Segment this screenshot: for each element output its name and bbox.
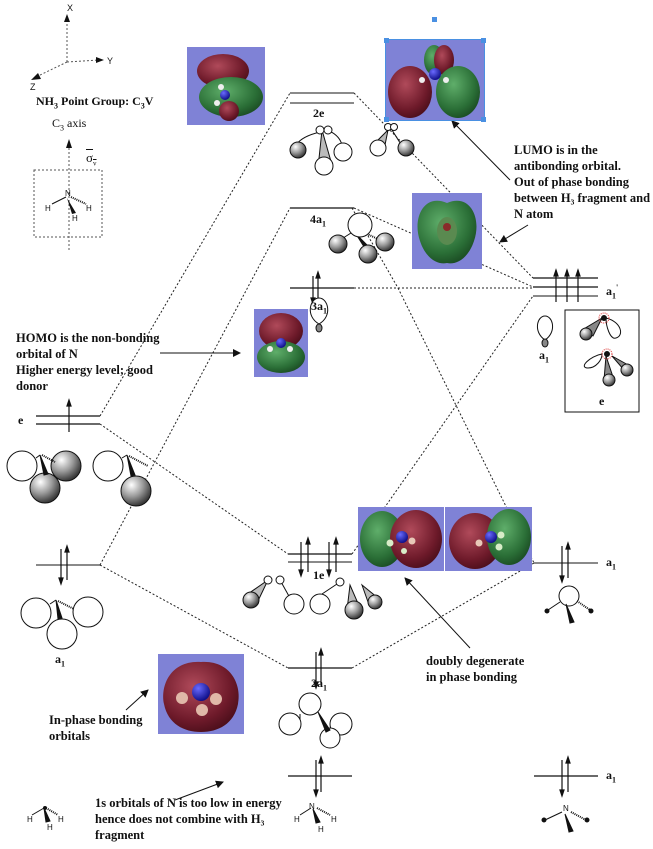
sigma-v-label: σv bbox=[86, 150, 97, 168]
nh3-structure-bottom bbox=[299, 807, 331, 824]
mo-image-4a1 bbox=[412, 193, 482, 269]
orbital-sketch-n-a1 bbox=[537, 315, 553, 348]
coordinate-axes bbox=[33, 20, 99, 79]
mo-image-1e-left bbox=[358, 507, 444, 571]
lumo-annotation: LUMO is in the antibonding orbital. Out … bbox=[514, 143, 651, 221]
orbital-sketch-3a1 bbox=[309, 297, 329, 333]
z-axis-arrow-icon bbox=[31, 73, 41, 80]
y-axis-arrow-icon bbox=[96, 57, 104, 63]
mo-image-2a1 bbox=[158, 654, 244, 734]
atom-h-label: H bbox=[45, 204, 51, 213]
selection-handle[interactable] bbox=[384, 117, 389, 122]
orbital-sketch-n-e bbox=[579, 312, 634, 387]
mo-label-2e: 2e bbox=[313, 106, 325, 120]
orbital-sketch-n-2s bbox=[544, 585, 594, 624]
atom-h-label: H bbox=[27, 815, 33, 824]
orbital-sketch-2e-left bbox=[289, 125, 353, 176]
sigma-v-plane-box bbox=[33, 169, 103, 238]
h3-fragment-structure bbox=[31, 806, 59, 823]
y-axis-label: Y bbox=[107, 56, 114, 66]
lumo-arrow bbox=[451, 120, 511, 181]
n-a1-label: a1 bbox=[539, 348, 549, 365]
homo-annotation: HOMO is the non-bonding orbital of N Hig… bbox=[16, 331, 160, 393]
orbital-sketch-h3-a1 bbox=[20, 596, 104, 650]
antibonding-arrow bbox=[499, 224, 529, 243]
point-group-title: NH3 Point Group: C3V bbox=[36, 94, 154, 111]
atom-h-label: H bbox=[47, 823, 53, 832]
mo-image-2e-left bbox=[187, 47, 265, 125]
c3-axis-label: C3 axis bbox=[52, 116, 87, 133]
orbital-sketch-2a1 bbox=[278, 692, 353, 749]
n-1s-a1-label: a1 bbox=[606, 768, 616, 785]
c3-axis-arrow-icon bbox=[66, 139, 72, 148]
mo-image-lumo[interactable] bbox=[385, 39, 485, 121]
atom-n-label: N bbox=[563, 804, 569, 813]
selection-handle[interactable] bbox=[384, 38, 389, 43]
in-phase-annotation: In-phase bonding orbitals bbox=[49, 713, 143, 743]
atom-n-label: N bbox=[65, 189, 71, 198]
degenerate-annotation: doubly degenerate in phase bonding bbox=[426, 654, 525, 684]
n-a1-prime-label: a1' bbox=[606, 283, 619, 301]
h3-e-label: e bbox=[18, 413, 24, 427]
annotation-arrows bbox=[125, 120, 529, 801]
orbital-sketch-h3-e-right bbox=[92, 450, 152, 507]
atom-n-label: N bbox=[309, 802, 315, 811]
energy-levels bbox=[36, 92, 598, 777]
orbital-sketch-2e-right bbox=[369, 123, 415, 157]
x-axis-label: X bbox=[67, 3, 74, 13]
orbital-sketch-1e bbox=[242, 575, 383, 620]
orbital-sketch-h3-e-left bbox=[6, 450, 82, 504]
y-axis-line bbox=[66, 59, 99, 63]
x-axis-arrow-icon bbox=[64, 14, 70, 22]
z-axis-label: Z bbox=[30, 82, 36, 92]
mo-image-1e-right bbox=[445, 507, 532, 571]
orbital-sketch-4a1 bbox=[328, 212, 395, 264]
atom-h-label: H bbox=[294, 815, 300, 824]
n-e-label: e bbox=[599, 394, 605, 408]
mo-label-3a1: 3a1 bbox=[311, 299, 327, 316]
selection-handle[interactable] bbox=[432, 17, 437, 22]
h3-a1-label: a1 bbox=[55, 652, 65, 669]
core-arrow bbox=[174, 780, 224, 801]
atom-h-label: H bbox=[58, 815, 64, 824]
mo-label-4a1: 4a1 bbox=[310, 212, 326, 229]
n-atom-structure-bottom bbox=[541, 811, 590, 833]
in-phase-arrow bbox=[125, 689, 149, 711]
atom-h-label: H bbox=[86, 204, 92, 213]
electrons bbox=[58, 268, 581, 798]
n-e-orbital-box bbox=[564, 309, 640, 413]
n-2s-a1-label: a1 bbox=[606, 555, 616, 572]
atom-h-label: H bbox=[318, 825, 324, 834]
selection-handle[interactable] bbox=[481, 117, 486, 122]
mo-image-homo-3a1 bbox=[254, 309, 308, 377]
selection-handle[interactable] bbox=[481, 38, 486, 43]
degenerate-arrow bbox=[404, 577, 471, 649]
nh3-structure-top bbox=[51, 196, 87, 214]
mo-label-1e: 1e bbox=[313, 568, 325, 582]
mo-label-2a1: 2a1 bbox=[311, 676, 327, 693]
atom-h-label: H bbox=[331, 815, 337, 824]
atom-h-label: H bbox=[72, 214, 78, 223]
core-annotation: 1s orbitals of N is too low in energy he… bbox=[95, 796, 282, 842]
